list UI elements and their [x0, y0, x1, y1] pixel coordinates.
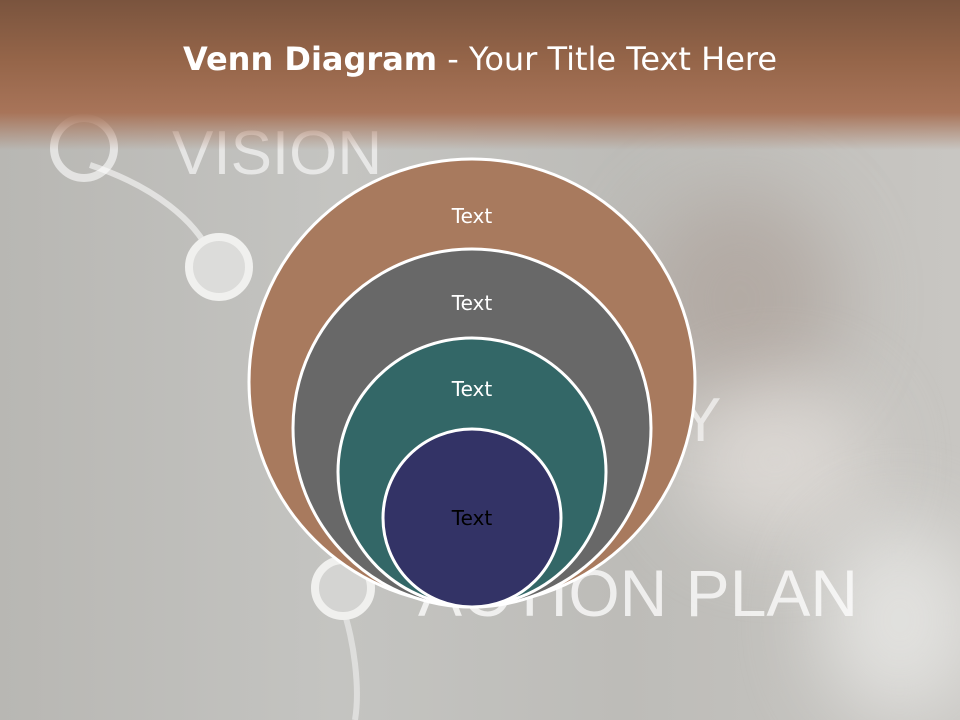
background-ring-middle	[185, 233, 253, 301]
venn-label-outer: Text	[451, 204, 493, 228]
background-hand-glow	[680, 380, 870, 540]
slide-title-rest: - Your Title Text Here	[437, 40, 778, 78]
slide-title: Venn Diagram - Your Title Text Here	[0, 40, 960, 78]
venn-label-inner: Text	[451, 506, 493, 530]
slide-title-bold: Venn Diagram	[182, 40, 438, 78]
background-sleeve-glow	[820, 520, 960, 720]
venn-label-second: Text	[451, 291, 493, 315]
venn-circle-inner	[381, 427, 563, 609]
venn-label-third: Text	[451, 377, 493, 401]
title-band	[0, 0, 960, 150]
